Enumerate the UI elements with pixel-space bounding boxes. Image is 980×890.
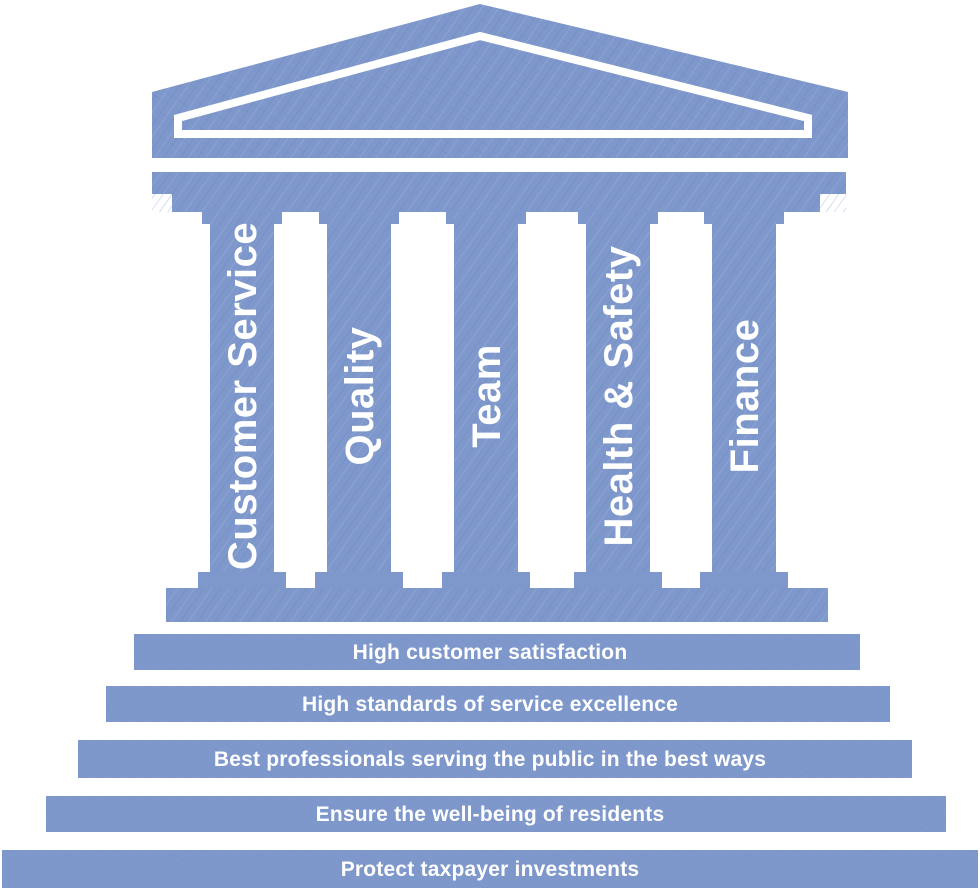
- pillar-label: Quality: [338, 326, 382, 465]
- step-2: Best professionals serving the public in…: [78, 740, 912, 778]
- step-label: Best professionals serving the public in…: [214, 748, 766, 771]
- step-label: Ensure the well-being of residents: [316, 803, 665, 826]
- pillar-2: Team: [442, 210, 530, 590]
- pillar-0: Customer Service: [198, 210, 286, 590]
- step-1: High standards of service excellence: [106, 686, 890, 722]
- pillar-1: Quality: [315, 210, 403, 590]
- entablature: [152, 172, 846, 212]
- step-label: High customer satisfaction: [353, 641, 628, 664]
- pillar-label: Customer Service: [221, 222, 265, 570]
- pillar-base: [442, 572, 530, 590]
- step-3: Ensure the well-being of residents: [46, 796, 946, 832]
- step-4: Protect taxpayer investments: [2, 850, 978, 888]
- pillar-label: Team: [465, 344, 509, 448]
- column-base-platform: [166, 588, 828, 622]
- pediment-inner-outline: [174, 31, 812, 138]
- columns: Customer Service Quality Team Health & Safe…: [198, 210, 788, 590]
- step-label: High standards of service excellence: [302, 693, 678, 716]
- pillar-3: Health & Safety: [574, 210, 662, 590]
- step-0: High customer satisfaction: [134, 634, 860, 670]
- pillar-base: [700, 572, 788, 590]
- pillar-label: Finance: [723, 319, 767, 474]
- pillar-base: [198, 572, 286, 590]
- pillar-base: [315, 572, 403, 590]
- pillar-base: [574, 572, 662, 590]
- pillar-label: Health & Safety: [597, 245, 641, 546]
- step-label: Protect taxpayer investments: [341, 858, 640, 881]
- pillar-4: Finance: [700, 210, 788, 590]
- roof: [152, 4, 848, 158]
